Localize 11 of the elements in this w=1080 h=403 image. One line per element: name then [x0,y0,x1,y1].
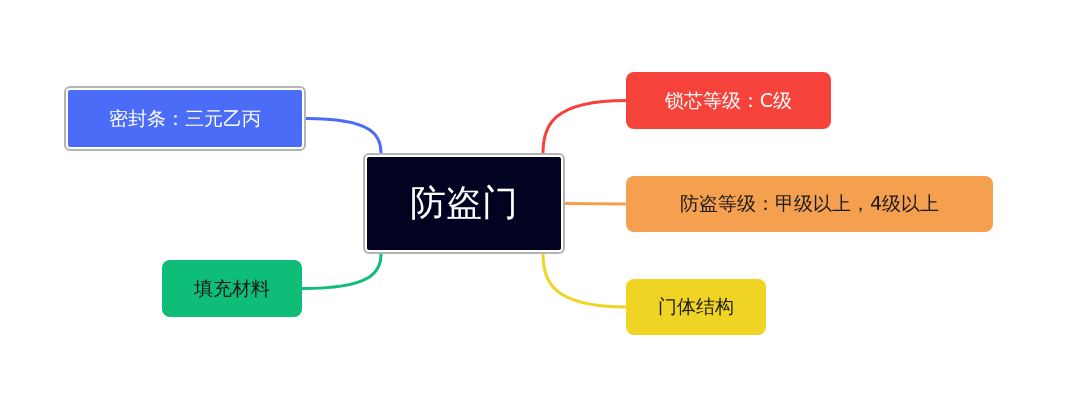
topic-box: 填充材料 [162,260,302,317]
connector-line [301,253,383,290]
connector-line [565,202,626,206]
topic-box: 锁芯等级：C级 [626,72,831,129]
topic-box: 门体结构 [626,279,766,335]
connector-line [305,117,383,154]
connector-line [541,253,627,309]
topic-box: 密封条：三元乙丙 [64,86,306,151]
topic-box: 防盗等级：甲级以上，4级以上 [626,176,993,232]
central-topic-box: 防盗门 [363,153,565,254]
connector-line [541,99,627,154]
